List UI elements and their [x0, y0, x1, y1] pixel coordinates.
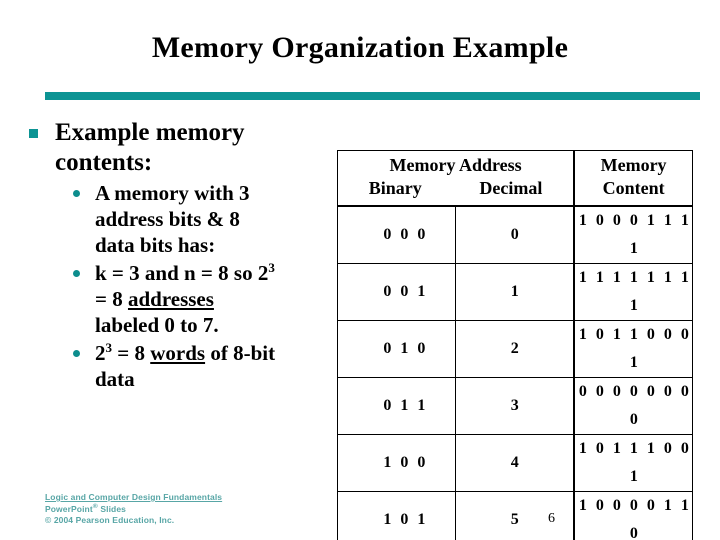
registered-trademark-icon: ®: [92, 502, 98, 510]
underlined-addresses: addresses: [127, 287, 214, 311]
cell-content: 0 0 0 0 0 0 0 0: [573, 377, 694, 435]
sub-bullet-2-exponent: 3: [268, 260, 275, 275]
cell-content: 1 0 0 0 1 1 1 1: [573, 205, 694, 264]
header-decimal: Decimal: [479, 178, 543, 198]
underlined-words: words: [150, 341, 206, 365]
square-bullet-icon: [29, 129, 38, 138]
cell-content: 1 1 1 1 1 1 1 1: [573, 263, 694, 321]
sub-bullet-3-tail: of 8-bit: [205, 341, 276, 365]
sub-bullet-2-line1: k = 3 and n = 8 so 23: [95, 260, 344, 286]
cell-content: 1 0 1 1 1 0 0 1: [573, 434, 694, 492]
bullet-level1: Example memory contents:: [26, 118, 344, 178]
sub-bullet-3-exponent: 3: [105, 340, 113, 355]
footer-copyright: © 2004 Pearson Education, Inc.: [45, 515, 175, 525]
header-binary: Binary: [368, 178, 422, 198]
cell-decimal: 0: [455, 205, 576, 264]
footer-slides-tail: Slides: [97, 503, 126, 514]
sub-bullet-3-line2: data: [95, 367, 135, 391]
cell-binary: 1 0 0: [336, 434, 457, 492]
sub-bullet-2-line1-text: k = 3 and n = 8 so 2: [95, 261, 269, 285]
table-row: 0 1 1 3 0 0 0 0 0 0 0 0: [336, 377, 694, 435]
footer-slides-line: PowerPoint® Slides: [45, 502, 222, 516]
table-row: 0 0 0 0 1 0 0 0 1 1 1 1: [336, 205, 694, 264]
cell-content: 1 0 0 0 0 1 1 0: [573, 491, 694, 540]
table-row: 0 1 0 2 1 0 1 1 0 0 0 1: [336, 320, 694, 378]
table-row: 0 0 1 1 1 1 1 1 1 1 1 1: [336, 263, 694, 321]
header-memory-address: Memory Address Binary Decimal: [337, 150, 576, 207]
bullet-list: Example memory contents: A memory with 3…: [26, 118, 344, 392]
cell-decimal: 3: [455, 377, 576, 435]
slide-footer-credit: Logic and Computer Design Fundamentals P…: [45, 492, 222, 527]
cell-binary: 1 0 1: [336, 491, 457, 540]
table-header-row: Memory Address Binary Decimal Memory Con…: [337, 150, 694, 207]
header-memory-content-sub: Content: [602, 178, 665, 198]
bullet-level1-line1: Example memory: [55, 119, 245, 146]
page-title: Memory Organization Example: [151, 31, 569, 64]
dot-bullet-icon: [73, 350, 80, 357]
header-memory-content: Memory Content: [573, 150, 694, 207]
dot-bullet-icon: [73, 190, 80, 197]
cell-decimal: 5: [455, 491, 576, 540]
title-divider-rule: [45, 92, 700, 100]
cell-binary: 0 0 0: [336, 205, 457, 264]
header-memory-address-title: Memory Address: [389, 155, 522, 175]
cell-binary: 0 1 0: [336, 320, 457, 378]
cell-content: 1 0 1 1 0 0 0 1: [573, 320, 694, 378]
sub-bullet-3-eq: = 8: [112, 341, 151, 365]
sub-bullet-1-line2: address bits & 8: [95, 207, 240, 231]
header-memory-address-subcols: Binary Decimal: [340, 177, 571, 200]
bullet-level2-words: 23 = 8 words of 8-bit data: [26, 340, 344, 392]
cell-binary: 0 1 1: [336, 377, 457, 435]
footer-powerpoint: PowerPoint: [45, 503, 93, 514]
bullet-level2-memory-spec: A memory with 3 address bits & 8 data bi…: [26, 180, 344, 258]
table-row: 1 0 1 5 1 0 0 0 0 1 1 0: [336, 491, 694, 540]
footer-book-title: Logic and Computer Design Fundamentals: [45, 492, 223, 502]
cell-binary: 0 0 1: [336, 263, 457, 321]
sub-bullet-1-line3: data bits has:: [95, 233, 216, 257]
bullet-level1-line2: contents:: [55, 149, 153, 176]
memory-contents-table: Memory Address Binary Decimal Memory Con…: [336, 150, 694, 540]
cell-decimal: 2: [455, 320, 576, 378]
sub-bullet-1-line1: A memory with 3: [95, 181, 250, 205]
sub-bullet-3-line1: 23 = 8 words of 8-bit: [95, 340, 344, 366]
bullet-level2-addresses: k = 3 and n = 8 so 23 = 8 addresses labe…: [26, 260, 344, 338]
cell-decimal: 4: [455, 434, 576, 492]
dot-bullet-icon: [73, 270, 80, 277]
sub-bullet-2-line2: = 8 addresses: [95, 287, 214, 311]
sub-bullet-3-base: 2: [95, 341, 106, 365]
header-memory-content-title: Memory: [600, 155, 667, 175]
table-body: 0 0 0 0 1 0 0 0 1 1 1 1 0 0 1 1 1 1 1 1 …: [336, 205, 694, 540]
table-row: 1 0 0 4 1 0 1 1 1 0 0 1: [336, 434, 694, 492]
cell-decimal: 1: [455, 263, 576, 321]
page-number: 6: [548, 511, 555, 526]
sub-bullet-2-line3: labeled 0 to 7.: [95, 313, 219, 337]
